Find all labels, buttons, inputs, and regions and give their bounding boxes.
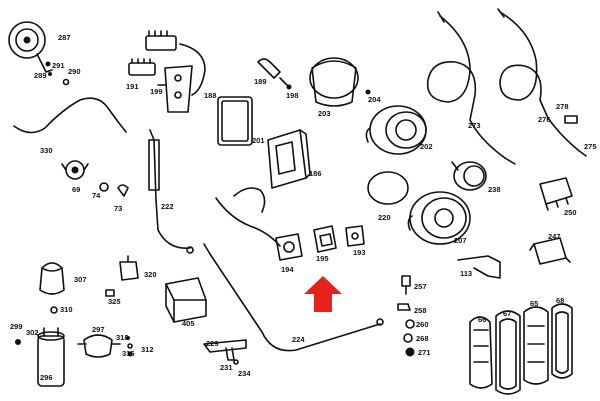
gauge-238-part — [451, 161, 487, 191]
switch-part — [257, 58, 292, 90]
callout-74: 74 — [92, 191, 101, 200]
callout-307: 307 — [74, 275, 87, 284]
callout-220: 220 — [378, 213, 391, 222]
callout-320: 320 — [144, 270, 157, 279]
callout-299: 299 — [10, 322, 23, 331]
sender-257-part — [397, 275, 411, 311]
callout-315: 315 — [122, 349, 135, 358]
callout-291: 291 — [52, 61, 65, 70]
callout-290: 290 — [68, 67, 81, 76]
callout-188: 188 — [204, 91, 217, 100]
callout-195: 195 — [316, 254, 329, 263]
bracket-113-part — [457, 255, 501, 279]
callout-68: 68 — [556, 296, 565, 305]
callout-310: 310 — [60, 305, 73, 314]
callout-189: 189 — [254, 77, 267, 86]
callout-201: 201 — [252, 136, 265, 145]
callout-405: 405 — [182, 319, 195, 328]
callout-247: 247 — [548, 232, 561, 241]
rod-224-part — [203, 243, 381, 352]
lenses-part — [469, 303, 573, 395]
callout-287: 287 — [58, 33, 71, 42]
callout-202: 202 — [420, 142, 433, 151]
bezel-ring-part — [309, 57, 371, 107]
instrument-202-part — [365, 105, 427, 155]
coil-296-part — [15, 327, 65, 387]
callout-203: 203 — [318, 109, 331, 118]
callout-268: 268 — [416, 334, 429, 343]
clamp-297-part — [77, 334, 133, 358]
rod-222-part — [148, 129, 194, 254]
callout-198: 198 — [286, 91, 299, 100]
callout-297: 297 — [92, 325, 105, 334]
glass-201-part — [217, 96, 253, 146]
horn-part — [8, 21, 70, 86]
callout-73: 73 — [114, 204, 123, 213]
callout-278: 278 — [556, 102, 569, 111]
callout-238: 238 — [488, 185, 501, 194]
callout-260: 260 — [416, 320, 429, 329]
callout-193: 193 — [353, 248, 366, 257]
switch-194-195-193-part — [215, 187, 365, 261]
clip-278-part — [564, 115, 578, 124]
callout-69: 69 — [72, 185, 81, 194]
callout-231: 231 — [220, 363, 233, 372]
callout-250: 250 — [564, 208, 577, 217]
callout-224: 224 — [292, 335, 305, 344]
callout-67: 67 — [503, 309, 512, 318]
callout-276: 276 — [538, 115, 551, 124]
callout-199: 199 — [150, 87, 163, 96]
instrument-186-part — [267, 129, 311, 189]
coil-307-part — [39, 255, 139, 314]
callout-271: 271 — [418, 348, 431, 357]
callout-204: 204 — [368, 95, 381, 104]
regulator-part — [128, 30, 206, 113]
nuts-part — [403, 319, 415, 357]
callout-258: 258 — [414, 306, 427, 315]
callout-65: 65 — [530, 299, 539, 308]
bracket-229-part — [203, 339, 247, 365]
switch-69-part — [61, 160, 129, 197]
callout-273: 273 — [468, 121, 481, 130]
callout-229: 229 — [206, 339, 219, 348]
callout-194: 194 — [281, 265, 294, 274]
instrument-207-part — [407, 191, 471, 245]
callout-302: 302 — [26, 328, 39, 337]
callout-296: 296 — [40, 373, 53, 382]
callout-207: 207 — [454, 236, 467, 245]
callout-330: 330 — [40, 146, 53, 155]
callout-234: 234 — [238, 369, 251, 378]
callout-312: 312 — [141, 345, 154, 354]
callout-325: 325 — [108, 297, 121, 306]
callout-222: 222 — [161, 202, 174, 211]
speedometer-cable-part — [426, 8, 587, 165]
box-405-part — [165, 277, 207, 323]
wire-330-part — [13, 97, 127, 134]
callout-186: 186 — [309, 169, 322, 178]
callout-191: 191 — [126, 82, 139, 91]
callout-318: 318 — [116, 333, 129, 342]
callout-275: 275 — [584, 142, 597, 151]
ring-220-part — [367, 171, 409, 205]
connector-247-part — [529, 237, 571, 265]
callout-257: 257 — [414, 282, 427, 291]
callout-289: 289 — [34, 71, 47, 80]
relay-250-part — [539, 177, 573, 211]
arrow-up-icon — [304, 276, 342, 312]
callout-66: 66 — [478, 315, 487, 324]
callout-113: 113 — [460, 269, 473, 278]
